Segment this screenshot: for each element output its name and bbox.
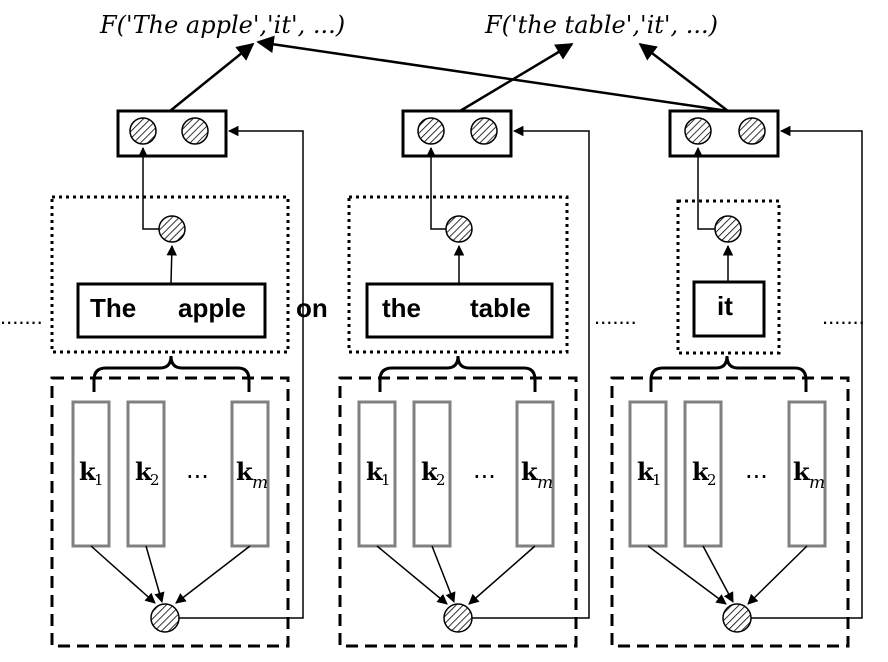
key-vector-m (515, 400, 555, 548)
k-subscript: m (252, 473, 268, 493)
span-representation-icon (445, 215, 473, 243)
hatched-node-icon (181, 117, 209, 145)
group-the-table: the table k 1 k 2 ... k m (338, 109, 590, 648)
k-subscript: 1 (381, 471, 391, 489)
word-table: table (470, 293, 531, 323)
sentence-ellipsis-middle: ....... (594, 304, 637, 329)
key-vector-2 (412, 400, 452, 548)
pooled-node-icon (722, 603, 752, 633)
key-vector-m (230, 400, 270, 548)
key-dashed-box (610, 376, 850, 648)
k-gap: ... (473, 456, 496, 484)
group-the-apple: The apple k 1 k 2 ... k m (50, 109, 304, 648)
sentence-ellipsis-right: ....... (822, 304, 865, 329)
span-representation-icon (714, 215, 742, 243)
k-label: k (236, 457, 254, 486)
key-vector-1 (357, 400, 397, 548)
formula-arrows (169, 35, 729, 113)
k-label: k (135, 457, 153, 486)
k-subscript: m (537, 473, 553, 493)
curly-brace (649, 355, 808, 392)
k-subscript: 1 (652, 471, 662, 489)
k-subscript: 2 (707, 471, 717, 489)
k-label: k (692, 457, 710, 486)
word-box (76, 282, 267, 339)
k-subscript: 2 (436, 471, 446, 489)
span-representation-icon (158, 215, 186, 243)
k-label: k (521, 457, 539, 486)
word-it: it (717, 291, 733, 321)
k-label: k (366, 457, 384, 486)
word-box (365, 282, 554, 339)
word-box (692, 280, 766, 338)
k-label: k (793, 457, 811, 486)
group-it: it k 1 k 2 ... k m (610, 109, 863, 648)
formula-right: F('the table','it', ...) (484, 11, 718, 39)
formula-left: F('The apple','it', ...) (99, 11, 345, 39)
key-vector-2 (126, 400, 166, 548)
k-subscript: m (809, 473, 825, 493)
hatched-node-icon (129, 117, 157, 145)
key-dashed-box (338, 376, 578, 648)
hatched-node-icon (417, 117, 445, 145)
word-the-2: the (382, 293, 421, 323)
k-gap: ... (745, 456, 768, 484)
k-label: k (637, 457, 655, 486)
pooled-node-icon (443, 603, 473, 633)
sentence-ellipsis-left: ....... (0, 304, 43, 329)
key-vector-1 (71, 400, 111, 548)
hatched-node-icon (684, 117, 712, 145)
span-dotted-box (347, 195, 569, 354)
hatched-node-icon (738, 117, 766, 145)
k-subscript: 2 (150, 471, 160, 489)
key-dashed-box (50, 376, 290, 648)
curly-brace (378, 355, 537, 392)
span-dotted-box (676, 199, 781, 355)
pooled-node-icon (150, 603, 180, 633)
k-label: k (421, 457, 439, 486)
k-label: k (79, 457, 97, 486)
k-subscript: 1 (94, 471, 104, 489)
k-gap: ... (186, 456, 209, 484)
hatched-node-icon (470, 117, 498, 145)
word-the: The (90, 293, 136, 323)
word-on: on (296, 293, 328, 323)
key-vector-1 (628, 400, 668, 548)
curly-brace (92, 355, 251, 392)
word-apple: apple (178, 293, 246, 323)
